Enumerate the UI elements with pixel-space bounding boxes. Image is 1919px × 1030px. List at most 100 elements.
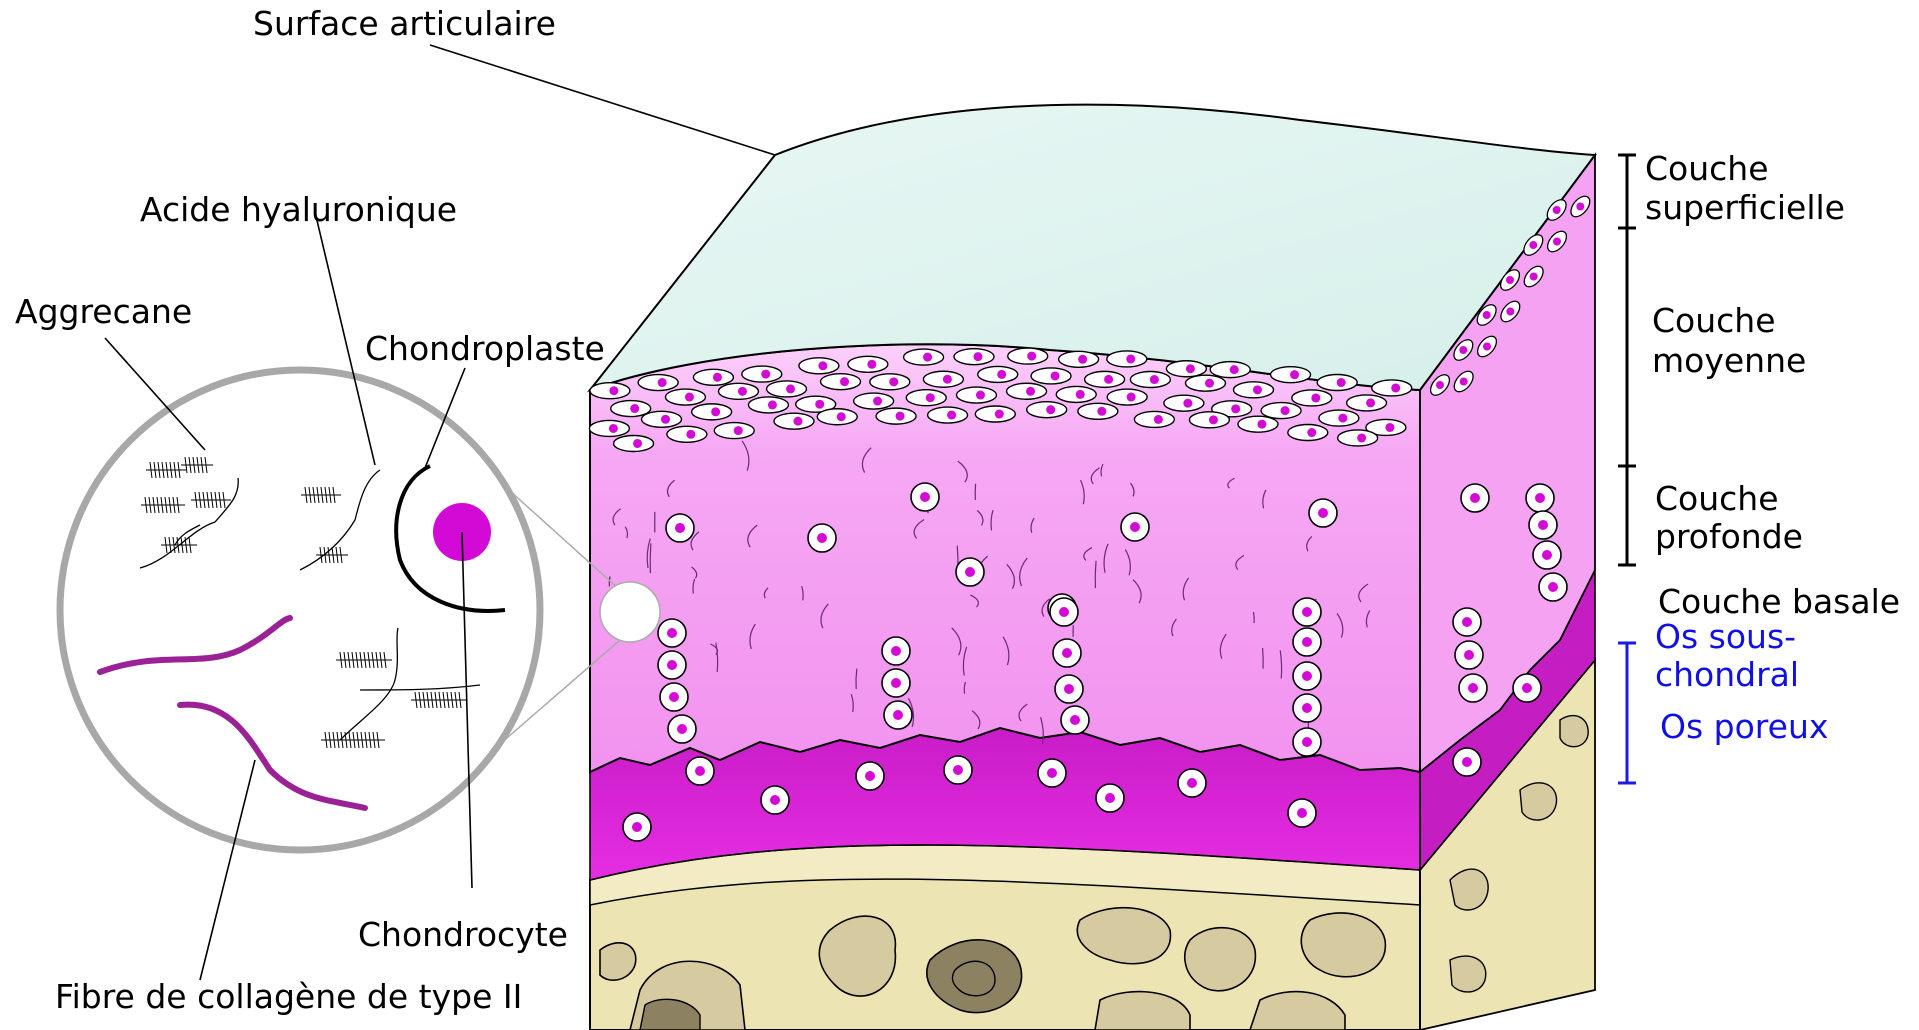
chondrocyte-nucleus <box>1548 582 1558 592</box>
label-aggrecane: Aggrecane <box>15 292 192 331</box>
flat-cell-nucleus <box>609 424 618 433</box>
chondrocyte-nucleus <box>1297 808 1307 818</box>
flat-cell-nucleus <box>1337 378 1346 387</box>
articular-surface <box>590 105 1595 390</box>
chondrocyte-nucleus <box>770 795 780 805</box>
label-os-sous-chondral-1: Os sous- <box>1655 617 1796 656</box>
chondrocyte-nucleus <box>669 692 679 702</box>
side-flat-cell-nucleus <box>1576 203 1584 211</box>
chondrocyte-nucleus <box>891 646 901 656</box>
zoom-spot <box>600 582 660 642</box>
flat-cell-nucleus <box>1385 423 1394 432</box>
flat-cell-nucleus <box>1253 385 1262 394</box>
chondrocyte-nucleus <box>893 710 903 720</box>
chondrocyte-nucleus <box>1187 778 1197 788</box>
flat-cell-nucleus <box>1257 420 1266 429</box>
chondrocyte-nucleus <box>1318 508 1328 518</box>
chondrocyte-nucleus <box>865 771 875 781</box>
flat-cell-nucleus <box>1078 355 1087 364</box>
side-flat-cell-nucleus <box>1436 381 1444 389</box>
label-os-poreux: Os poreux <box>1660 707 1828 746</box>
label-couche-profonde-1: Couche <box>1655 479 1779 518</box>
flat-cell-nucleus <box>1311 393 1320 402</box>
chondrocyte-nucleus <box>1130 522 1140 532</box>
flat-cell-nucleus <box>1154 415 1163 424</box>
flat-cell-nucleus <box>768 400 777 409</box>
flat-cell-nucleus <box>1127 393 1136 402</box>
chondrocyte-nucleus <box>817 533 827 543</box>
side-flat-cell-nucleus <box>1506 308 1514 316</box>
chondrocyte-nucleus <box>1468 683 1478 693</box>
flat-cell-nucleus <box>947 411 956 420</box>
chondrocyte-nucleus <box>1070 715 1080 725</box>
flat-cell-nucleus <box>685 393 694 402</box>
flat-cell-nucleus <box>1076 390 1085 399</box>
chondrocyte-nucleus <box>667 628 677 638</box>
chondrocyte-nucleus <box>1302 737 1312 747</box>
chondrocyte-nucleus <box>695 766 705 776</box>
layer-brackets <box>1618 155 1636 783</box>
flat-cell-nucleus <box>1391 383 1400 392</box>
chondrocyte-nucleus <box>1462 757 1472 767</box>
flat-cell-nucleus <box>630 404 639 413</box>
chondrocyte-nucleus <box>1522 683 1532 693</box>
chondrocyte-nucleus <box>965 567 975 577</box>
chondrocyte-nucleus <box>953 765 963 775</box>
chondrocyte-nucleus <box>1462 617 1472 627</box>
cartilage-block <box>589 105 1595 1030</box>
flat-cell-nucleus <box>734 426 743 435</box>
flat-cell-nucleus <box>1104 375 1113 384</box>
flat-cell-nucleus <box>815 400 824 409</box>
label-surface-articulaire: Surface articulaire <box>253 4 556 43</box>
flat-cell-nucleus <box>1307 428 1316 437</box>
flat-cell-nucleus <box>1186 364 1195 373</box>
fibril <box>1263 648 1264 669</box>
flat-cell-nucleus <box>609 386 618 395</box>
flat-cell-nucleus <box>995 410 1004 419</box>
label-os-sous-chondral-2: chondral <box>1655 655 1799 694</box>
chondrocyte-nucleus <box>1535 493 1545 503</box>
chondrocyte-nucleus <box>920 492 930 502</box>
label-couche-moyenne-1: Couche <box>1652 301 1776 340</box>
flat-cell-nucleus <box>1150 375 1159 384</box>
side-flat-cell-nucleus <box>1530 273 1538 281</box>
flat-cell-nucleus <box>889 377 898 386</box>
flat-cell-nucleus <box>973 352 982 361</box>
flat-cell-nucleus <box>1357 433 1366 442</box>
flat-cell-nucleus <box>923 353 932 362</box>
side-flat-cell-nucleus <box>1553 206 1561 214</box>
flat-cell-nucleus <box>713 373 722 382</box>
flat-cell-nucleus <box>1026 387 1035 396</box>
flat-cell-nucleus <box>1338 414 1347 423</box>
chondrocyte-nucleus <box>1470 493 1480 503</box>
flat-cell-nucleus <box>1205 379 1214 388</box>
chondrocyte-nucleus <box>1302 671 1312 681</box>
flat-cell-nucleus <box>1046 405 1055 414</box>
flat-cell-nucleus <box>761 370 770 379</box>
chondrocyte-nucleus <box>1302 703 1312 713</box>
chondrocyte-nucleus <box>1064 684 1074 694</box>
flat-cell-nucleus <box>976 391 985 400</box>
flat-cell-nucleus <box>896 412 905 421</box>
label-chondrocyte: Chondrocyte <box>358 915 568 954</box>
side-flat-cell-nucleus <box>1506 276 1514 284</box>
flat-cell-nucleus <box>997 370 1006 379</box>
flat-cell-nucleus <box>926 393 935 402</box>
chondrocyte-nucleus <box>1047 768 1057 778</box>
flat-cell-nucleus <box>1290 370 1299 379</box>
flat-cell-nucleus <box>633 439 642 448</box>
magnifier <box>60 370 660 850</box>
chondrocyte-nucleus <box>632 822 642 832</box>
flat-cell-nucleus <box>873 397 882 406</box>
side-flat-cell-nucleus <box>1483 311 1491 319</box>
flat-cell-nucleus <box>686 430 695 439</box>
flat-cell-nucleus <box>837 412 846 421</box>
flat-cell-nucleus <box>661 415 670 424</box>
flat-cell-nucleus <box>840 377 849 386</box>
flat-cell-nucleus <box>867 360 876 369</box>
chondrocyte-nucleus <box>891 678 901 688</box>
chondrocyte-nucleus <box>1464 650 1474 660</box>
label-couche-profonde-2: profonde <box>1655 517 1803 556</box>
label-couche-basale: Couche basale <box>1658 582 1900 621</box>
